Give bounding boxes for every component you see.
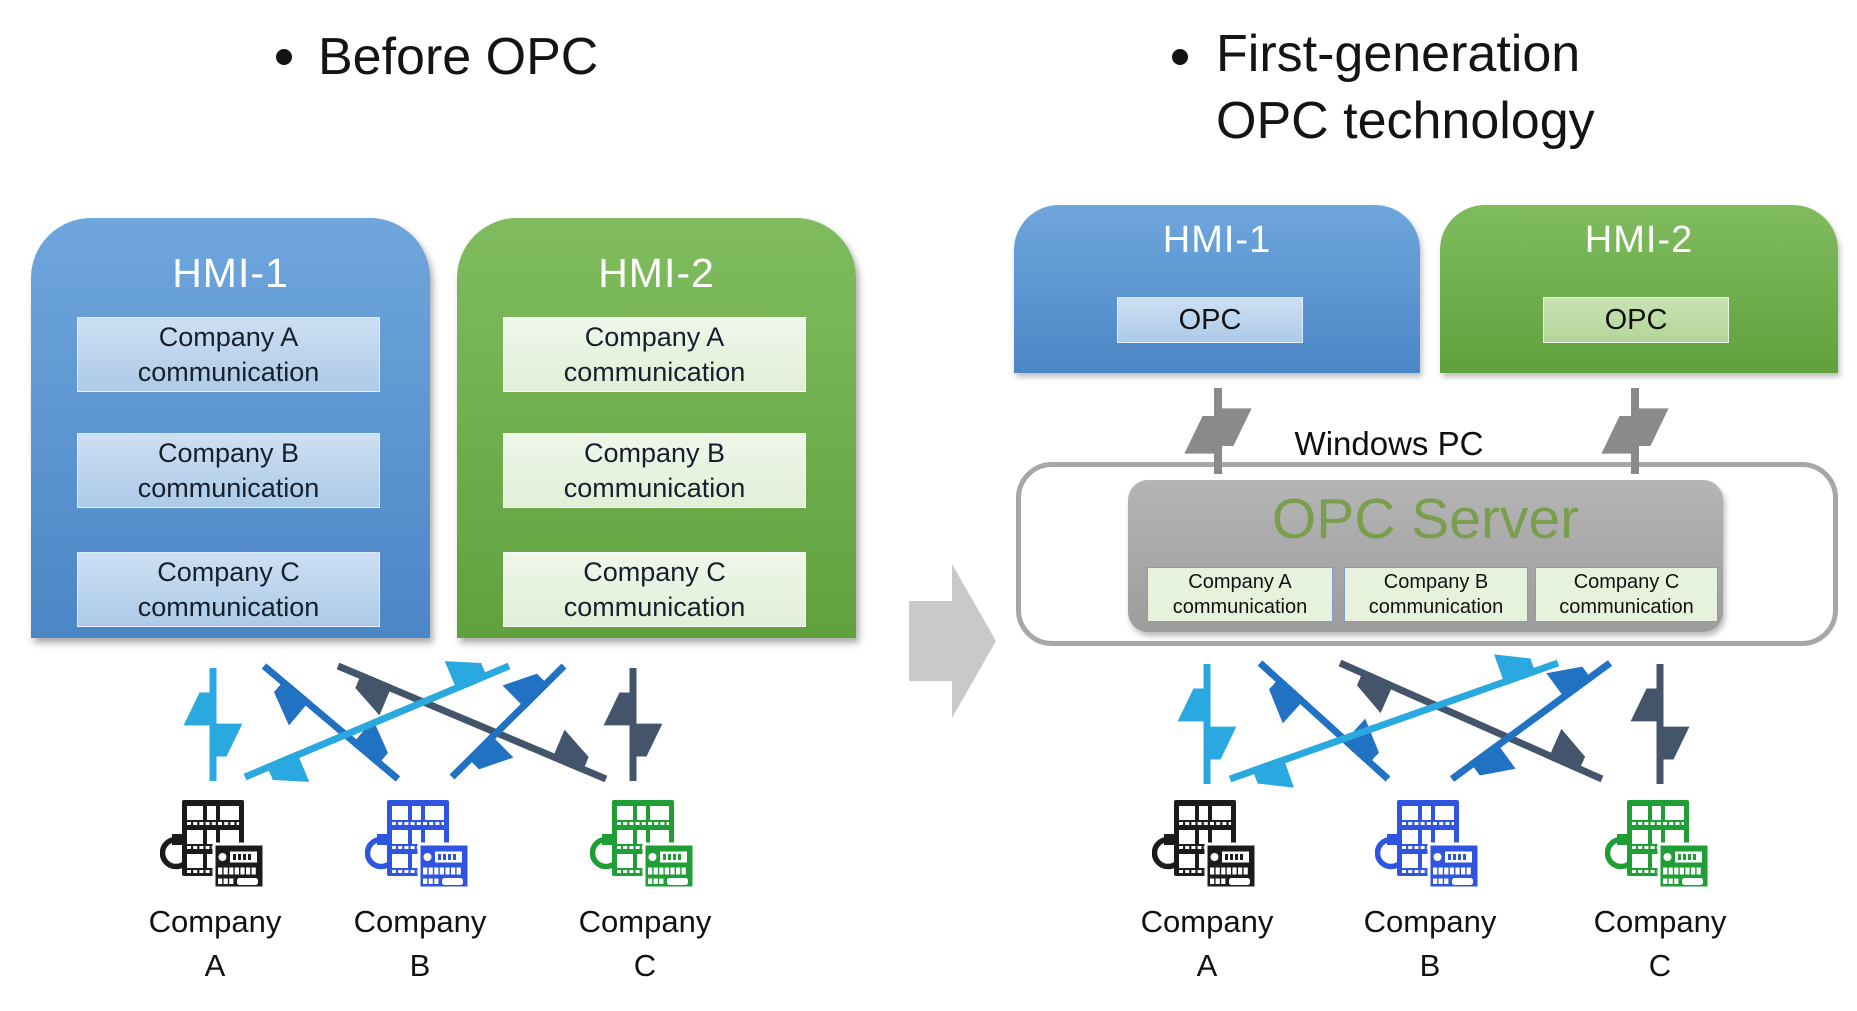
item-line1: Company C <box>157 556 300 587</box>
item-line1: Company A <box>158 321 299 352</box>
right-title-bullet-icon <box>1172 49 1188 65</box>
device-label-line1: Company <box>1363 904 1497 939</box>
device-company-a-left: Company A <box>149 798 281 983</box>
device-label: Company C <box>560 900 730 988</box>
device-label-line1: Company <box>578 904 712 939</box>
windows-pc-label: Windows PC <box>1294 425 1484 462</box>
device-label: Company A <box>130 900 300 988</box>
device-label-line1: Company <box>1593 904 1727 939</box>
device-label-line1: Company <box>1140 904 1274 939</box>
server-item-company-b: Company B communication <box>1344 567 1528 622</box>
device-company-b-left: Company B <box>354 798 486 983</box>
right-hmi2-opc-box: OPC <box>1543 297 1729 343</box>
device-label: Company B <box>335 900 505 988</box>
left-hmi1-title: HMI-1 <box>172 250 289 296</box>
device-label-line2: C <box>1648 948 1672 983</box>
left-hmi2-item-company-a: Company A communication <box>503 317 806 392</box>
device-label-line2: A <box>1196 948 1218 983</box>
right-hmi1-title: HMI-1 <box>1162 219 1272 261</box>
item-line2: communication <box>563 472 746 503</box>
device-label-line1: Company <box>148 904 282 939</box>
device-label-line2: B <box>409 948 431 983</box>
item-line1: Company B <box>157 437 300 468</box>
device-company-c-right: Company C <box>1594 798 1726 983</box>
device-company-a-right: Company A <box>1141 798 1273 983</box>
device-label: Company C <box>1575 900 1745 988</box>
left-hmi1-item-company-c: Company C communication <box>77 552 380 627</box>
device-label-line1: Company <box>353 904 487 939</box>
right-hmi1-box: HMI-1 OPC <box>1014 205 1420 373</box>
item-line1: Company B <box>583 437 726 468</box>
server-item-company-a: Company A communication <box>1147 567 1333 622</box>
item-line2: communication <box>137 356 320 387</box>
left-hmi1-item-company-b: Company B communication <box>77 433 380 508</box>
item-line2: communication <box>563 591 746 622</box>
device-label-line2: C <box>633 948 657 983</box>
device-label-line2: A <box>204 948 226 983</box>
item-line1: Company C <box>1573 570 1680 593</box>
right-title-line1: First-generation <box>1216 25 1581 83</box>
left-hmi2-item-company-c: Company C communication <box>503 552 806 627</box>
device-company-b-right: Company B <box>1364 798 1496 983</box>
item-line2: communication <box>563 356 746 387</box>
item-line1: Company B <box>1383 570 1489 593</box>
device-label-line2: B <box>1419 948 1441 983</box>
item-line1: Company A <box>1188 570 1292 593</box>
right-hmi2-title: HMI-2 <box>1584 219 1694 261</box>
device-label: Company B <box>1345 900 1515 988</box>
item-line2: communication <box>1172 595 1308 618</box>
left-title: Before OPC <box>318 28 599 86</box>
item-line2: communication <box>1368 595 1504 618</box>
left-hmi2-item-company-b: Company B communication <box>503 433 806 508</box>
opc-server-title: OPC Server <box>1271 487 1580 551</box>
left-hmi2-box: HMI-2 Company A communication Company B … <box>457 218 856 638</box>
left-title-bullet-icon <box>276 49 292 65</box>
right-hmi1-opc-box: OPC <box>1117 297 1303 343</box>
right-hmi2-box: HMI-2 OPC <box>1440 205 1838 373</box>
server-item-company-c: Company C communication <box>1535 567 1718 622</box>
right-title: First-generation OPC technology <box>1216 21 1595 155</box>
plc-device-icon <box>1605 798 1715 898</box>
item-line2: communication <box>137 472 320 503</box>
item-line2: communication <box>137 591 320 622</box>
plc-device-icon <box>1375 798 1485 898</box>
plc-device-icon <box>365 798 475 898</box>
device-label: Company A <box>1122 900 1292 988</box>
transition-arrow-icon <box>909 564 996 718</box>
item-line1: Company A <box>584 321 725 352</box>
device-company-c-left: Company C <box>579 798 711 983</box>
item-line1: Company C <box>583 556 726 587</box>
right-title-line2: OPC technology <box>1216 92 1595 150</box>
left-hmi1-item-company-a: Company A communication <box>77 317 380 392</box>
left-hmi1-box: HMI-1 Company A communication Company B … <box>31 218 430 638</box>
plc-device-icon <box>160 798 270 898</box>
left-hmi2-title: HMI-2 <box>598 250 715 296</box>
item-line2: communication <box>1559 595 1694 618</box>
plc-device-icon <box>1152 798 1262 898</box>
plc-device-icon <box>590 798 700 898</box>
